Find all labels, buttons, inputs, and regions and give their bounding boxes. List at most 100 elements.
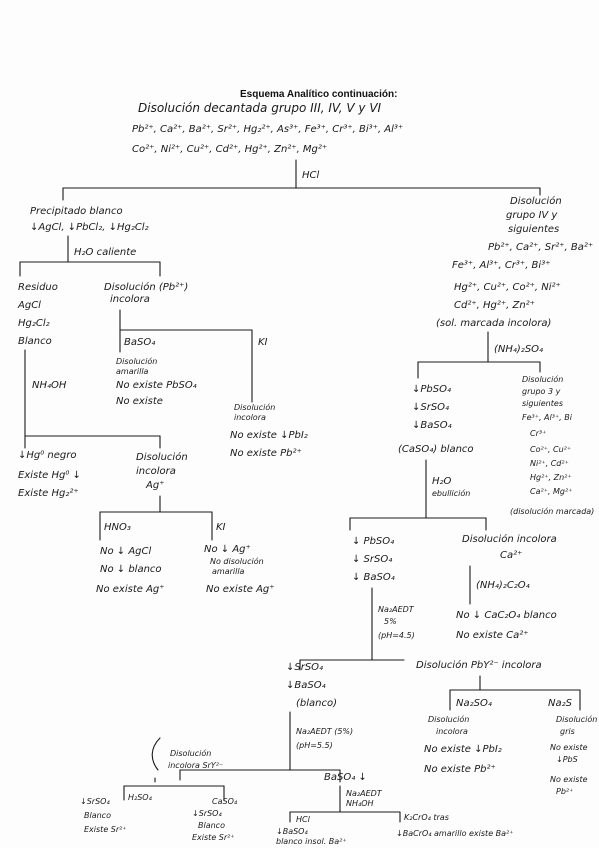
- header-line-2: Pb²⁺, Ca²⁺, Ba²⁺, Sr²⁺, Hg₂²⁺, As³⁺, Fe³…: [132, 124, 403, 135]
- sol-g3-7: Ni²⁺, Cd²⁺: [530, 459, 569, 468]
- yellow-sol-4: No existe: [116, 396, 163, 407]
- ions-3: Hg²⁺, Cu²⁺, Co²⁺, Ni²⁺: [454, 282, 561, 293]
- srba-2: ↓BaSO₄: [286, 680, 326, 691]
- yellow-sol-1: Disolución: [116, 356, 157, 366]
- reagent-water: H₂O caliente: [74, 247, 136, 258]
- no-oxalate-2: No existe Ca²⁺: [456, 630, 529, 641]
- sol-g3-8: Hg²⁺, Zn²⁺: [530, 473, 572, 482]
- no-agcl-2: No ↓ blanco: [100, 564, 162, 575]
- sr-white-2: Blanco: [84, 811, 111, 820]
- ions-2: Fe³⁺, Al³⁺, Cr³⁺, Bi³⁺: [452, 260, 550, 271]
- reagent-hcl-2: HCl: [296, 815, 311, 824]
- sulfate-ba: ↓BaSO₄: [412, 420, 452, 431]
- boiling-label: ebullición: [432, 488, 470, 498]
- no-ag-3: amarilla: [212, 567, 245, 576]
- sol-ca-2: Ca²⁺: [500, 550, 522, 561]
- no-ag-4: No existe Ag⁺: [206, 584, 275, 595]
- solution-pb-title: Disolución (Pb²⁺): [104, 281, 188, 293]
- srba-3: (blanco): [296, 698, 337, 709]
- edta3-1: Na₂AEDT: [346, 789, 383, 798]
- precipitate-ions: ↓AgCl, ↓PbCl₂, ↓Hg₂Cl₂: [30, 222, 149, 233]
- residue-hg2cl2: Hg₂Cl₂: [18, 318, 50, 329]
- no-ag-2: No disolución: [210, 556, 264, 566]
- reagent-nh4oh: NH₄OH: [32, 380, 67, 391]
- pb-left-1: Disolución: [428, 714, 469, 724]
- edta1-1: Na₂AEDT: [378, 605, 415, 614]
- sol-g3-3: siguientes: [522, 399, 563, 408]
- header-line-3: Co²⁺, Ni²⁺, Cu²⁺, Cd²⁺, Hg²⁺, Zn²⁺, Mg²⁺: [132, 144, 327, 155]
- ions-4: Cd²⁺, Hg²⁺, Zn²⁺: [454, 300, 535, 311]
- sol-sr-1: Disolución: [170, 748, 211, 758]
- sol-g3-1: Disolución: [522, 374, 563, 384]
- sol-sr-2: incolora SrY²⁻: [168, 761, 223, 770]
- hg-black-2: Existe Hg⁰ ↓: [18, 470, 81, 481]
- residue-title: Residuo: [18, 282, 58, 293]
- edta3-2: NH₄OH: [346, 799, 374, 808]
- pb-right-1: Disolución: [556, 714, 597, 724]
- ki-result-4: No existe Pb²⁺: [230, 448, 302, 459]
- sr-white-3: Existe Sr²⁺: [84, 825, 127, 834]
- reagent-oxalate: (NH₄)₂C₂O₄: [476, 580, 530, 591]
- ki-result-1: Disolución: [234, 402, 275, 412]
- reagent-ki-2: KI: [216, 522, 226, 533]
- ions-1: Pb²⁺, Ca²⁺, Sr²⁺, Ba²⁺: [488, 242, 593, 253]
- reagent-caso4: CaSO₄: [212, 797, 238, 806]
- reagent-k2cr: K₂CrO₄ tras: [404, 813, 449, 822]
- sol-g3-9: Ca²⁺, Mg²⁺: [530, 487, 572, 496]
- edta2-1: Na₂AEDT (5%): [296, 727, 353, 736]
- sol-group-2: grupo IV y: [506, 210, 558, 221]
- reagent-ammonium-sulfate: (NH₄)₂SO₄: [494, 344, 543, 355]
- residue-agcl: AgCl: [17, 300, 41, 311]
- no-agcl-1: No ↓ AgCl: [100, 546, 152, 557]
- no-ag-1: No ↓ Ag⁺: [204, 544, 251, 555]
- pb-right-6: Pb²⁺: [556, 787, 573, 796]
- reagent-na2s: Na₂S: [548, 698, 573, 709]
- header-line-1: Disolución decantada grupo III, IV, V y …: [138, 101, 382, 115]
- sol-g3-6: Co²⁺, Cu²⁺: [530, 445, 571, 454]
- baso4-b: BaSO₄ ↓: [324, 772, 367, 783]
- srba-1: ↓SrSO₄: [286, 662, 323, 673]
- sol-ag-3: Ag⁺: [145, 480, 164, 491]
- residue-color: Blanco: [18, 336, 52, 347]
- sr-white-1: ↓SrSO₄: [80, 797, 110, 806]
- yellow-sol-3: No existe PbSO₄: [116, 380, 197, 391]
- no-agcl-3: No existe Ag⁺: [96, 584, 165, 595]
- edta1-3: (pH=4.5): [378, 631, 415, 640]
- pb-right-3: No existe: [550, 743, 588, 752]
- reagent-ki: KI: [258, 337, 268, 348]
- reagent-na2so4: Na₂SO₄: [456, 698, 492, 709]
- precipitate-label: Precipitado blanco: [30, 206, 123, 217]
- ki-result-2: incolora: [234, 413, 266, 422]
- ions-5: (sol. marcada incolora): [436, 318, 551, 329]
- hg-black-3: Existe Hg₂²⁺: [18, 488, 79, 499]
- ki-result-3: No existe ↓PbI₂: [230, 430, 308, 441]
- sol-g3-10: (disolución marcada): [510, 506, 594, 516]
- sulfate2-ba: ↓ BaSO₄: [352, 572, 395, 583]
- reagent-hno3: HNO₃: [104, 522, 131, 533]
- ba-final: ↓BaCrO₄ amarillo existe Ba²⁺: [396, 829, 513, 838]
- pb-right-4: ↓PbS: [556, 755, 578, 764]
- sol-group-1: Disolución: [510, 195, 562, 207]
- sol-ag-2: incolora: [136, 466, 176, 477]
- sulfate2-sr: ↓ SrSO₄: [352, 554, 392, 565]
- water-label: H₂O: [432, 476, 452, 487]
- pb-right-5: No existe: [550, 775, 588, 784]
- sol-ag-1: Disolución: [136, 451, 188, 463]
- sol-group-3: siguientes: [508, 224, 559, 235]
- sol-g3-2: grupo 3 y: [522, 387, 561, 396]
- sol-g3-5: Cr³⁺: [530, 429, 546, 438]
- edta2-2: (pH=5.5): [296, 741, 333, 750]
- pb-right-2: gris: [560, 727, 575, 736]
- sol-pby: Disolución PbY²⁻ incolora: [416, 659, 542, 671]
- yellow-sol-2: amarilla: [116, 367, 149, 376]
- pb-left-4: No existe Pb²⁺: [424, 764, 496, 775]
- sulfate-pb: ↓PbSO₄: [412, 384, 451, 395]
- ba-yellow-2: blanco insol. Ba²⁺: [276, 837, 347, 846]
- sr-white2-2: Blanco: [198, 821, 225, 830]
- reagent-baso4: BaSO₄: [124, 337, 155, 348]
- ba-yellow-1: ↓BaSO₄: [276, 827, 308, 836]
- edta1-2: 5%: [384, 617, 397, 626]
- sulfate-ca: (CaSO₄) blanco: [398, 444, 474, 455]
